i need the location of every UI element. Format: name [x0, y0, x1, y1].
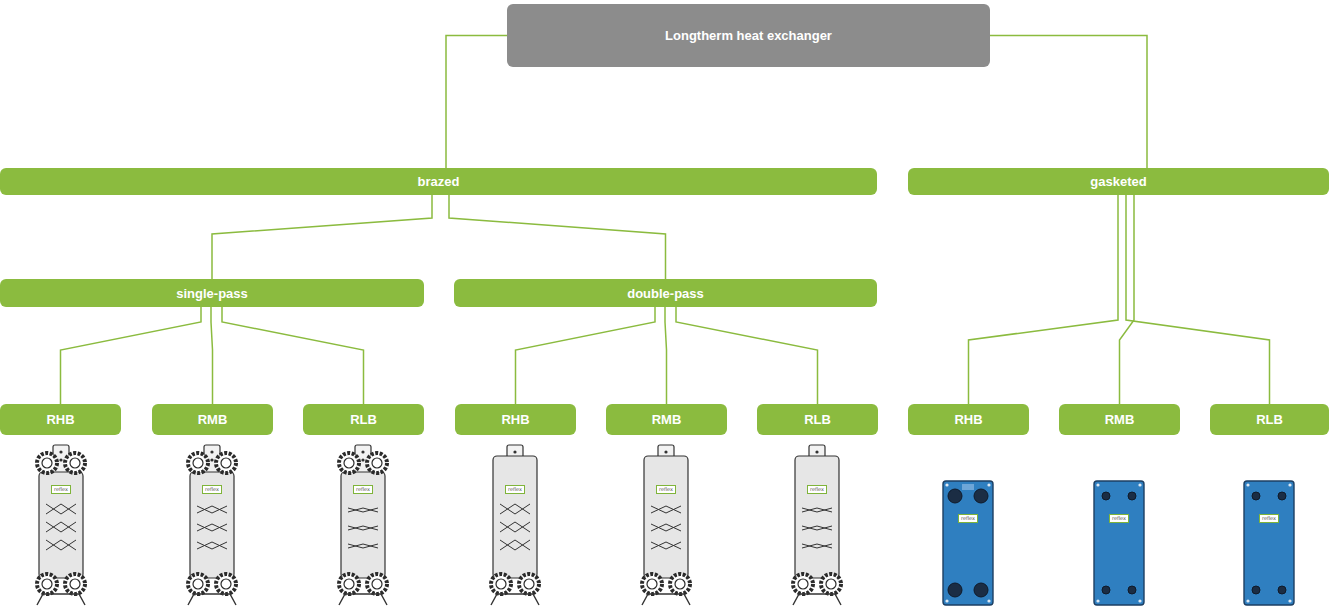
category-box: gasketed — [908, 168, 1329, 195]
brazed-exchanger — [339, 445, 387, 605]
brand-logo: reflex — [51, 485, 71, 494]
category-box: RLB — [757, 404, 878, 435]
gasketed-exchanger — [1094, 481, 1144, 605]
tree-connector — [211, 307, 213, 404]
box-label: Longtherm heat exchanger — [665, 28, 832, 43]
brand-logo: reflex — [656, 485, 676, 494]
category-box: RMB — [152, 404, 273, 435]
tree-connector — [990, 36, 1147, 169]
category-box: RMB — [606, 404, 727, 435]
brazed-exchanger — [793, 445, 841, 605]
category-box: double-pass — [454, 279, 877, 307]
box-label: RLB — [350, 412, 377, 427]
tree-connector — [676, 307, 818, 404]
category-box: RMB — [1059, 404, 1180, 435]
tree-connector — [446, 36, 507, 169]
box-label: RMB — [1105, 412, 1135, 427]
tree-connector — [449, 195, 666, 279]
brand-logo: reflex — [505, 485, 525, 494]
box-label: brazed — [418, 174, 460, 189]
brand-logo: reflex — [807, 485, 827, 494]
category-box: RLB — [1210, 404, 1329, 435]
tree-connector — [212, 195, 432, 279]
gasketed-exchanger — [1244, 481, 1294, 605]
brazed-exchanger — [188, 445, 236, 605]
box-label: RHB — [954, 412, 982, 427]
box-label: RHB — [46, 412, 74, 427]
tree-connector — [1126, 195, 1270, 404]
tree-connector — [665, 307, 667, 404]
category-box: RHB — [455, 404, 576, 435]
category-box: brazed — [0, 168, 877, 195]
box-label: RHB — [501, 412, 529, 427]
tree-connector — [61, 307, 202, 404]
box-label: RMB — [198, 412, 228, 427]
brand-logo: reflex — [1109, 514, 1129, 523]
category-box: RLB — [303, 404, 424, 435]
category-box: RHB — [0, 404, 121, 435]
root-box: Longtherm heat exchanger — [507, 4, 990, 67]
tree-connector — [222, 307, 364, 404]
brazed-exchanger — [37, 445, 85, 605]
tree-connector — [516, 307, 656, 404]
category-box: single-pass — [0, 279, 424, 307]
brazed-exchanger — [491, 445, 539, 605]
brand-logo: reflex — [202, 485, 222, 494]
tree-connector — [969, 195, 1119, 404]
box-label: single-pass — [176, 286, 248, 301]
box-label: RMB — [652, 412, 682, 427]
box-label: RLB — [1256, 412, 1283, 427]
box-label: gasketed — [1090, 174, 1146, 189]
box-label: RLB — [804, 412, 831, 427]
box-label: double-pass — [627, 286, 704, 301]
brazed-exchanger — [642, 445, 690, 605]
brand-logo: reflex — [353, 485, 373, 494]
category-box: RHB — [908, 404, 1029, 435]
brand-logo: reflex — [958, 514, 978, 523]
gasketed-exchanger — [943, 481, 993, 605]
brand-logo: reflex — [1259, 514, 1279, 523]
